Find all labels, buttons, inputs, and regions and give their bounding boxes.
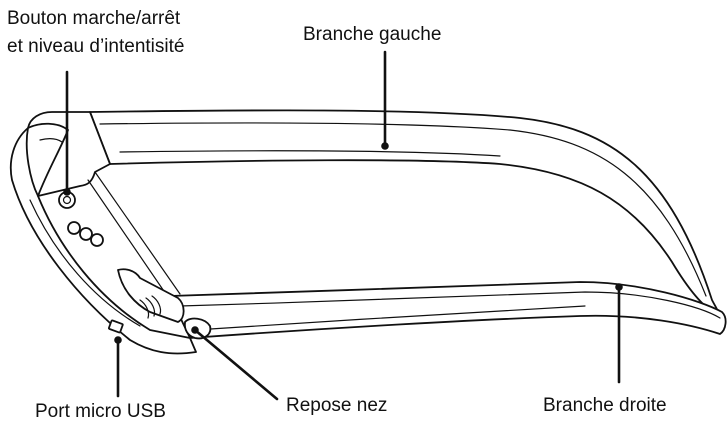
left-temple-label: Branche gauche — [303, 24, 441, 45]
micro-usb-port-drawing — [108, 319, 124, 334]
right-temple-drawing — [169, 281, 727, 339]
front-frame-drawing — [9, 111, 197, 355]
leader-lines — [63, 50, 623, 401]
nose-rest-label: Repose nez — [286, 395, 387, 416]
left-temple-drawing — [89, 109, 719, 315]
micro-usb-label: Port micro USB — [35, 401, 166, 422]
nose-rest-drawing — [117, 268, 212, 340]
power-button-label-line2: et niveau d’intentisité — [7, 36, 184, 57]
power-button-label-line1: Bouton marche/arrêt — [7, 8, 181, 29]
power-button-drawing — [58, 191, 104, 247]
right-temple-label: Branche droite — [543, 395, 667, 416]
